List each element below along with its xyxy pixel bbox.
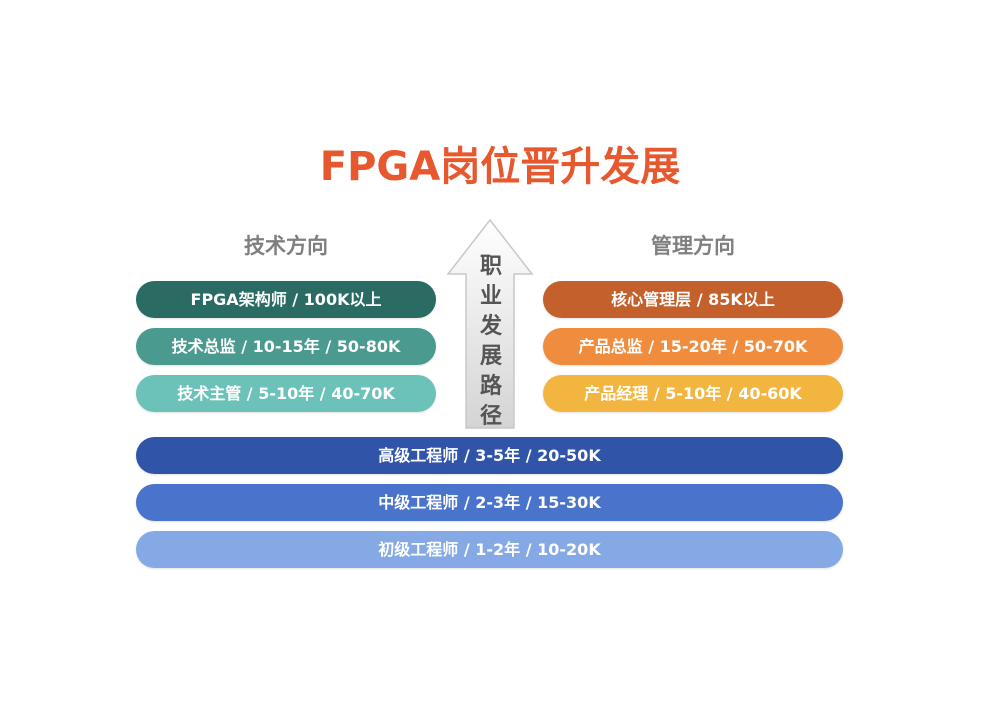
arrow-char: 展 — [479, 344, 502, 369]
arrow-char: 业 — [479, 284, 502, 309]
arrow-char: 职 — [479, 254, 502, 279]
level-mid-engineer: 中级工程师 / 2-3年 / 15-30K — [136, 484, 843, 521]
arrow-char: 路 — [479, 374, 502, 399]
career-path-label: 职 业 发 展 路 径 — [474, 252, 508, 432]
tech-level-architect: FPGA架构师 / 100K以上 — [136, 281, 436, 318]
mgmt-track-heading: 管理方向 — [651, 234, 735, 258]
tech-level-lead: 技术主管 / 5-10年 / 40-70K — [136, 375, 436, 412]
tech-level-director: 技术总监 / 10-15年 / 50-80K — [136, 328, 436, 365]
arrow-char: 发 — [479, 314, 502, 339]
mgmt-level-manager: 产品经理 / 5-10年 / 40-60K — [543, 375, 843, 412]
page-title: FPGA岗位晋升发展 — [319, 144, 681, 190]
mgmt-level-core: 核心管理层 / 85K以上 — [543, 281, 843, 318]
level-senior-engineer: 高级工程师 / 3-5年 / 20-50K — [136, 437, 843, 474]
arrow-char: 径 — [479, 404, 502, 429]
up-arrow-icon — [446, 218, 534, 429]
mgmt-level-director: 产品总监 / 15-20年 / 50-70K — [543, 328, 843, 365]
level-junior-engineer: 初级工程师 / 1-2年 / 10-20K — [136, 531, 843, 568]
tech-track-heading: 技术方向 — [244, 234, 328, 258]
